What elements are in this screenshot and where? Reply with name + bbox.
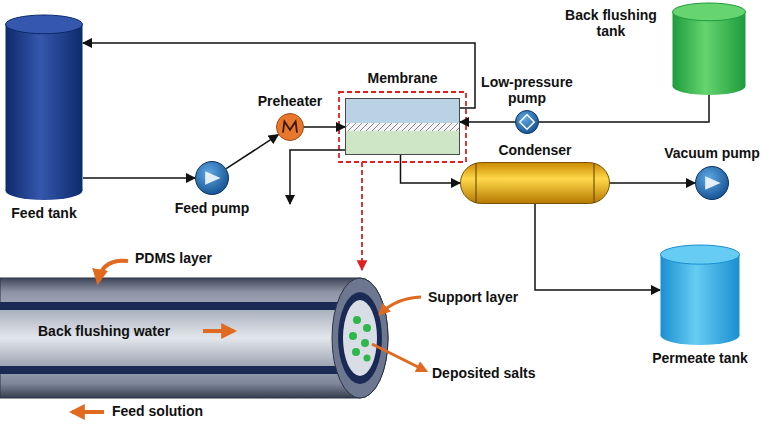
pump-arrow — [705, 176, 720, 190]
permeate-side — [345, 131, 460, 155]
support-layer-ring — [338, 292, 382, 384]
membrane-outline — [346, 99, 460, 155]
pump-symbol — [696, 167, 729, 200]
tank-body — [673, 12, 746, 86]
node-shape — [460, 162, 610, 204]
leader-arrow — [380, 297, 421, 314]
condenser-body — [461, 163, 610, 204]
node-shape — [695, 166, 729, 200]
tank-bottom — [6, 181, 83, 200]
tank-top — [673, 3, 746, 21]
heater-coil — [283, 121, 297, 132]
pipe-connector — [460, 121, 515, 123]
tank-node: Permeate tank — [660, 245, 740, 345]
salt-dot — [364, 355, 371, 362]
zoom-arrow — [361, 162, 363, 270]
salt-dot — [352, 348, 360, 356]
equipment-node: Feed pump — [195, 161, 229, 195]
salt-dot — [353, 316, 361, 324]
part-label: Feed solution — [112, 403, 203, 419]
tank-bottom — [673, 77, 746, 95]
bore-opening — [343, 300, 377, 376]
pipe-connector — [304, 126, 345, 128]
pipe-connector — [539, 95, 709, 122]
tube-bore — [0, 310, 360, 366]
pipe-connector — [83, 177, 195, 179]
node-label: Membrane — [367, 70, 437, 86]
tank-node: Back flushing tank — [672, 3, 746, 95]
node-label: Low-pressure pump — [477, 74, 577, 106]
drain-line — [290, 150, 345, 204]
deposited-salt-dots — [349, 316, 371, 362]
node-label: Permeate tank — [652, 350, 748, 366]
equipment-node: Condenser — [460, 162, 610, 204]
pump-symbol — [196, 162, 229, 195]
pump-arrow — [205, 171, 220, 185]
node-label: Vacuum pump — [664, 145, 760, 161]
salt-dot — [361, 339, 369, 347]
tank-top — [6, 15, 83, 34]
node-label: Back flushing tank — [556, 7, 666, 39]
membrane-layer — [345, 123, 460, 131]
leader-arrow — [98, 261, 128, 282]
pump-symbol — [516, 111, 539, 134]
tank-top — [661, 245, 740, 264]
part-label: Deposited salts — [432, 365, 535, 381]
part-label: PDMS layer — [135, 250, 212, 266]
node-shape — [672, 3, 746, 95]
tank-body — [661, 255, 740, 336]
tank-bottom — [661, 326, 740, 345]
equipment-node: Preheater — [276, 113, 304, 141]
node-shape — [5, 15, 83, 200]
heater-symbol — [277, 114, 304, 141]
condenser-flange — [476, 163, 477, 203]
tank-node: Feed tank — [5, 15, 83, 200]
pipe-connector — [535, 204, 660, 290]
node-label: Preheater — [258, 93, 323, 109]
equipment-node: Low-pressure pump — [515, 110, 539, 134]
flow-arrow — [72, 410, 104, 414]
part-label: Support layer — [428, 289, 518, 305]
node-label: Condenser — [498, 142, 571, 158]
tube-end-face — [332, 278, 388, 398]
pump-diamond — [520, 115, 534, 129]
support-layer-band — [0, 302, 360, 310]
node-shape — [276, 113, 304, 141]
node-shape — [195, 161, 229, 195]
salt-dot — [363, 324, 371, 332]
pipe-connector — [610, 182, 695, 184]
node-label: Feed pump — [175, 200, 250, 216]
node-shape — [660, 245, 740, 345]
zoom-frame — [339, 92, 466, 162]
tank-body — [6, 24, 83, 190]
pdms-tube-body — [0, 278, 388, 398]
node-shape — [515, 110, 539, 134]
pipe-connector — [226, 135, 278, 169]
node-shape — [345, 98, 460, 155]
flow-arrow — [203, 329, 234, 333]
condenser-flange — [594, 163, 595, 203]
feed-side — [345, 98, 460, 123]
equipment-node: Membrane — [345, 98, 460, 155]
salt-dot — [349, 332, 357, 340]
equipment-node: Vacuum pump — [695, 166, 729, 200]
leader-arrow — [372, 344, 426, 371]
part-label: Back flushing water — [38, 323, 170, 339]
node-label: Feed tank — [11, 205, 76, 221]
pipe-connector — [401, 155, 461, 183]
support-layer-band — [0, 366, 360, 374]
